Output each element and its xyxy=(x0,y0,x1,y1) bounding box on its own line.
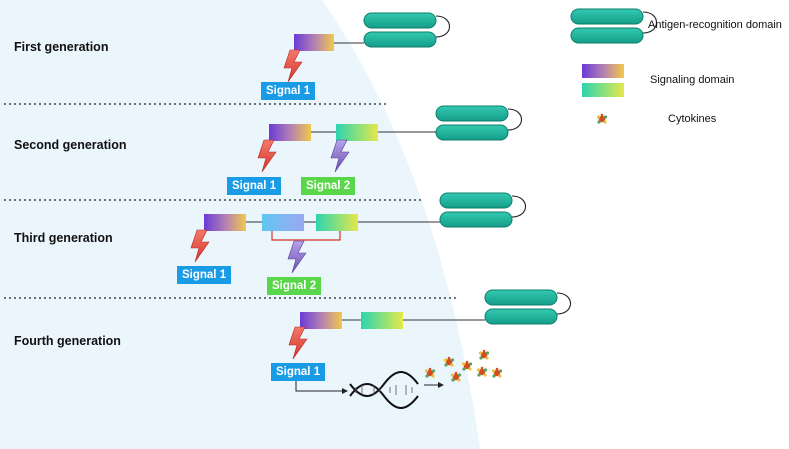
fourth-gen-car xyxy=(288,289,572,394)
fourth-generation-label: Fourth generation xyxy=(14,334,121,348)
legend-signaling-label: Signaling domain xyxy=(650,74,735,86)
second-gen-car xyxy=(257,105,523,173)
third-gen-car xyxy=(190,192,527,274)
third-gen-signal-1: Signal 1 xyxy=(177,266,232,284)
fourth-gen-signal-1: Signal 1 xyxy=(271,363,326,381)
second-generation-label: Second generation xyxy=(14,138,127,152)
second-gen-signal-2: Signal 2 xyxy=(301,177,356,195)
legend-antigen-icon xyxy=(570,8,658,44)
legend-signaling-icon xyxy=(582,64,624,97)
third-generation-label: Third generation xyxy=(14,231,113,245)
third-gen-signal-2: Signal 2 xyxy=(267,277,322,295)
first-gen-signal-1: Signal 1 xyxy=(261,82,316,100)
legend-cytokines-label: Cytokines xyxy=(668,113,717,125)
legend-antigen-label: Antigen-recognition domain xyxy=(648,19,782,31)
first-generation-label: First generation xyxy=(14,40,109,54)
legend-cytokine-icon xyxy=(596,113,608,124)
first-gen-car xyxy=(283,12,451,83)
dna-helix-icon xyxy=(349,371,419,409)
second-gen-signal-1: Signal 1 xyxy=(227,177,282,195)
